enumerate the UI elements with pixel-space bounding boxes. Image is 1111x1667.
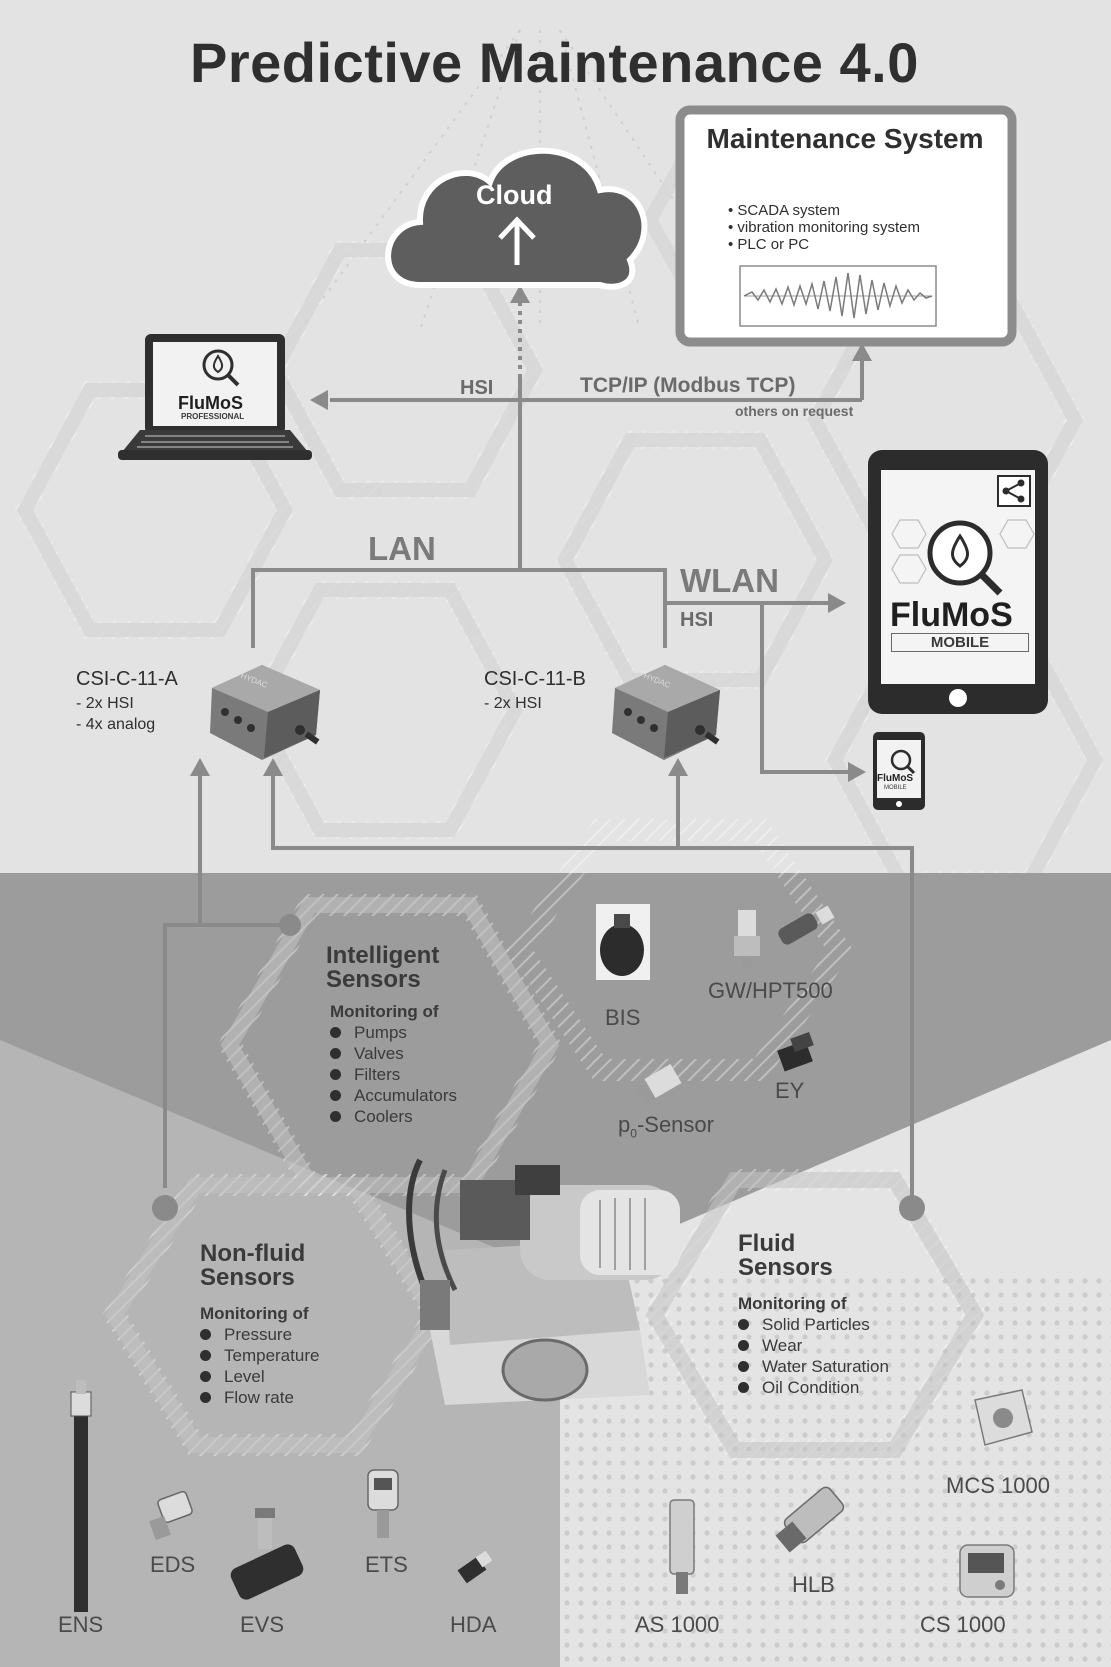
hydraulic-unit-icon [406,1158,680,1405]
hda-sensor-icon [457,1550,493,1584]
cs1000-sensor-icon [959,1544,1015,1598]
product-label-eds: EDS [150,1552,196,1577]
list-item: Oil Condition [738,1377,889,1398]
hsi-label: HSI [460,377,494,399]
list-item: Accumulators [330,1085,457,1106]
product-label-bis: BIS [605,1005,641,1030]
wlan-label: WLAN [680,562,779,599]
hpt500-sensor-icon [778,905,835,945]
list-item: Water Saturation [738,1356,889,1377]
list-item: Temperature [200,1345,319,1366]
device-a-spec: - 4x analog [76,716,156,733]
list-item: Wear [738,1335,889,1356]
intelligent-title-1: Intelligent [326,942,440,969]
laptop-app-label: FluMoS [178,393,243,413]
csi-device-a-icon [210,665,320,760]
intelligent-monitoring-label: Monitoring of [330,1002,439,1021]
list-item: Filters [330,1064,457,1085]
vibration-waveform [743,272,933,319]
hsi-wlan-label: HSI [680,609,714,631]
laptop-edition-label: PROFESSIONAL [181,412,245,421]
product-label-gw: GW/HPT500 [708,978,833,1003]
cloud-label: Cloud [476,180,553,210]
product-label-hlb: HLB [792,1572,835,1597]
nonfluid-monitoring-label: Monitoring of [200,1304,309,1323]
tablet-app-label: FluMoS [890,596,1013,634]
ens-sensor-icon [70,1380,92,1612]
maintenance-system-title: Maintenance System [706,123,984,154]
list-item: Level [200,1366,319,1387]
intelligent-title-2: Sensors [326,966,421,993]
hlb-sensor-icon [775,1486,845,1553]
product-label-as1000: AS 1000 [635,1612,720,1637]
tcp-label: TCP/IP (Modbus TCP) [580,374,796,397]
list-item: Coolers [330,1106,457,1127]
product-label-ey: EY [775,1078,805,1103]
product-label-ens: ENS [58,1612,104,1637]
list-item: Pumps [330,1022,457,1043]
fluid-title-1: Fluid [738,1230,796,1257]
evs-sensor-icon [230,1508,304,1600]
list-item: SCADA system [728,202,920,219]
list-item: Solid Particles [738,1314,889,1335]
device-b-name: CSI-C-11-B [484,668,586,690]
phone-edition-label: MOBILE [884,785,907,791]
nonfluid-title-2: Sensors [200,1264,295,1291]
list-item: PLC or PC [728,236,920,253]
product-label-p0: p0-Sensor [618,1112,714,1141]
share-icon [1002,479,1025,503]
eds-sensor-icon [149,1490,193,1541]
fluid-monitoring-label: Monitoring of [738,1294,847,1313]
device-a-spec: - 2x HSI [76,695,134,712]
phone-app-label: FluMoS [877,773,914,784]
bis-sensor-icon [596,904,650,980]
list-item: Flow rate [200,1387,319,1408]
product-label-mcs1000: MCS 1000 [946,1473,1050,1498]
others-on-request-label: others on request [735,403,854,419]
device-b-spec: - 2x HSI [484,695,542,712]
cloud-icon [385,147,648,290]
gw-sensor-icon [734,910,760,968]
product-label-cs1000: CS 1000 [920,1612,1006,1637]
as1000-sensor-icon [669,1499,695,1594]
p0-sensor-icon [636,1063,682,1105]
list-item: vibration monitoring system [728,219,920,236]
lan-label: LAN [368,530,436,567]
intelligent-list: Pumps Valves Filters Accumulators Cooler… [330,1022,457,1127]
ets-sensor-icon [367,1469,399,1538]
ey-sensor-icon [777,1032,814,1072]
nonfluid-list: Pressure Temperature Level Flow rate [200,1324,319,1408]
mcs1000-sensor-icon [974,1389,1033,1446]
list-item: Pressure [200,1324,319,1345]
tablet-edition-label: MOBILE [891,633,1029,652]
device-a-name: CSI-C-11-A [76,668,178,690]
csi-device-b-icon [612,665,720,760]
laptop-icon [118,334,312,460]
page-title: Predictive Maintenance 4.0 [190,31,919,94]
product-label-evs: EVS [240,1612,285,1637]
tablet-icon [868,450,1048,714]
product-label-ets: ETS [365,1552,408,1577]
maintenance-system-list: SCADA system vibration monitoring system… [728,202,920,253]
phone-icon [873,732,925,810]
nonfluid-title-1: Non-fluid [200,1240,306,1267]
list-item: Valves [330,1043,457,1064]
product-label-hda: HDA [450,1612,497,1637]
fluid-title-2: Sensors [738,1254,833,1281]
fluid-list: Solid Particles Wear Water Saturation Oi… [738,1314,889,1398]
